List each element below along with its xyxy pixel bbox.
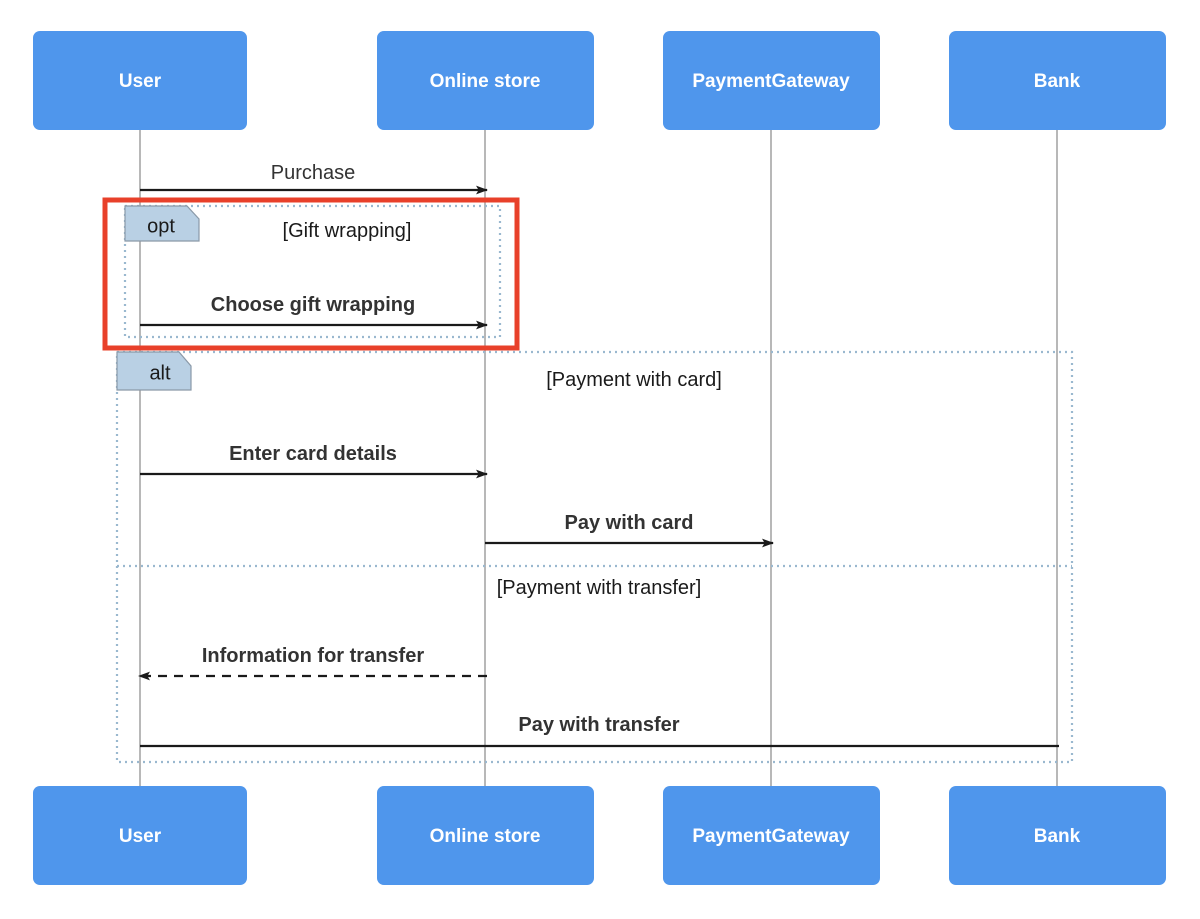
participant-bottom-gateway-box — [663, 786, 880, 885]
participant-bottom-store[interactable]: Online store — [377, 786, 594, 885]
opt-fragment-label-box — [124, 205, 200, 242]
message-information-for-transfer-label: Information for transfer — [202, 645, 424, 667]
participant-top-bank-box — [949, 31, 1166, 130]
message-information-for-transfer[interactable]: Information for transfer — [138, 645, 487, 681]
opt-fragment-box — [123, 204, 502, 339]
participant-bottom-user-box — [33, 786, 247, 885]
participant-top-gateway-box — [663, 31, 880, 130]
opt-fragment-kind-label: opt — [147, 215, 175, 237]
participant-top-store-box — [377, 31, 594, 130]
participant-bottom-bank-box — [949, 786, 1166, 885]
opt-fragment[interactable]: opt [Gift wrapping] — [102, 197, 520, 351]
participant-bottom-store-label: Online store — [430, 826, 541, 847]
participant-bottom-gateway-label: PaymentGateway — [692, 826, 850, 847]
participant-bottom-gateway[interactable]: PaymentGateway — [663, 786, 880, 885]
participant-top-store[interactable]: Online store — [377, 31, 594, 130]
participant-top-gateway-label: PaymentGateway — [692, 71, 850, 92]
messages-group: Purchase Choose gift wrapping Enter card… — [138, 162, 1059, 748]
message-purchase[interactable]: Purchase — [140, 162, 488, 195]
message-purchase-label: Purchase — [271, 162, 356, 184]
participant-bottom-user[interactable]: User — [33, 786, 247, 885]
message-pay-with-transfer-label: Pay with transfer — [518, 714, 679, 736]
message-choose-gift-wrapping-label: Choose gift wrapping — [211, 294, 415, 316]
participant-top-user-box — [33, 31, 247, 130]
alt-fragment-box — [115, 350, 1074, 764]
participant-top-user[interactable]: User — [33, 31, 247, 130]
participant-bottom-bank-label: Bank — [1034, 826, 1081, 847]
participants-bottom: User Online store PaymentGateway Bank — [33, 786, 1166, 885]
opt-fragment-condition: [Gift wrapping] — [283, 220, 412, 242]
message-enter-card-details-label: Enter card details — [229, 443, 397, 465]
participant-bottom-user-label: User — [119, 826, 162, 847]
participants-top: User Online store PaymentGateway Bank — [33, 31, 1166, 130]
participant-top-store-label: Online store — [430, 71, 541, 92]
message-choose-gift-wrapping[interactable]: Choose gift wrapping — [140, 294, 488, 330]
alt-fragment-condition-1: [Payment with card] — [546, 369, 722, 391]
participant-bottom-store-box — [377, 786, 594, 885]
participant-top-gateway[interactable]: PaymentGateway — [663, 31, 880, 130]
alt-fragment-condition-2: [Payment with transfer] — [497, 577, 702, 599]
message-pay-with-transfer[interactable]: Pay with transfer — [140, 714, 1059, 748]
alt-fragment-kind-label: alt — [149, 362, 171, 384]
message-pay-with-card[interactable]: Pay with card — [485, 512, 774, 548]
participant-top-bank[interactable]: Bank — [949, 31, 1166, 130]
opt-fragment-highlight-box — [102, 197, 520, 351]
message-enter-card-details[interactable]: Enter card details — [140, 443, 488, 479]
message-pay-with-card-label: Pay with card — [565, 512, 694, 534]
alt-fragment[interactable]: alt [Payment with card] [Payment with tr… — [115, 350, 1074, 764]
alt-fragment-label-box — [116, 351, 192, 391]
participant-bottom-bank[interactable]: Bank — [949, 786, 1166, 885]
participant-top-user-label: User — [119, 71, 162, 92]
participant-top-bank-label: Bank — [1034, 71, 1081, 92]
